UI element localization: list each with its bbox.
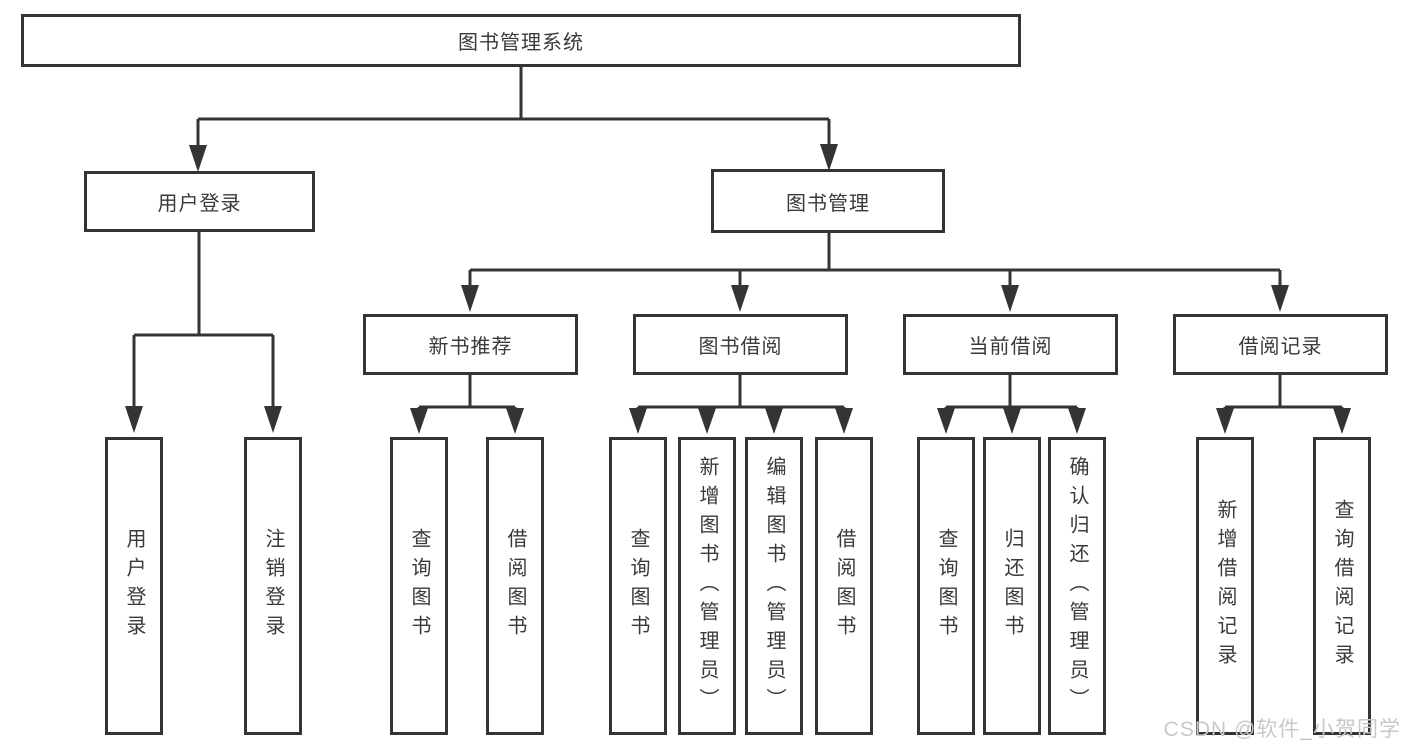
leaf-query-books-recommend: 查询图书 — [390, 437, 448, 735]
leaf-label: 借阅图书 — [504, 528, 526, 644]
arrowhead — [698, 408, 716, 434]
watermark: CSDN @软件_小贺同学 — [1163, 718, 1401, 741]
node-book-management: 图书管理 — [711, 169, 945, 233]
arrowhead — [189, 145, 207, 172]
node-user-login: 用户登录 — [84, 171, 315, 232]
arrowhead — [765, 408, 783, 434]
leaf-query-books-borrow: 查询图书 — [609, 437, 667, 735]
leaf-label: 查询图书 — [935, 528, 957, 644]
leaf-query-borrow-record: 查询借阅记录 — [1313, 437, 1371, 735]
node-root: 图书管理系统 — [21, 14, 1021, 67]
connector-borrow-records-children — [1216, 375, 1351, 434]
leaf-borrow-books: 借阅图书 — [815, 437, 873, 735]
leaf-label: 注销登录 — [262, 528, 284, 644]
leaf-label: 查询借阅记录 — [1331, 499, 1353, 673]
leaf-label: 归还图书 — [1001, 528, 1023, 644]
arrowhead — [731, 285, 749, 312]
connector-user-login-children — [125, 232, 282, 433]
leaf-borrow-books-recommend: 借阅图书 — [486, 437, 544, 735]
leaf-label: 查询图书 — [408, 528, 430, 644]
leaf-return-book: 归还图书 — [983, 437, 1041, 735]
arrowhead — [264, 406, 282, 433]
leaf-edit-book-admin: 编辑图书（管理员） — [745, 437, 803, 735]
leaf-label: 借阅图书 — [833, 528, 855, 644]
arrowhead — [461, 285, 479, 312]
arrowhead — [1271, 285, 1289, 312]
leaf-confirm-return-admin: 确认归还（管理员） — [1048, 437, 1106, 735]
arrowhead — [506, 408, 524, 434]
node-borrow-records: 借阅记录 — [1173, 314, 1388, 375]
arrowhead — [1068, 408, 1086, 434]
arrowhead — [1216, 408, 1234, 434]
node-book-borrow: 图书借阅 — [633, 314, 848, 375]
leaf-label: 编辑图书（管理员） — [763, 455, 785, 717]
leaf-query-books-current: 查询图书 — [917, 437, 975, 735]
leaf-label: 确认归还（管理员） — [1066, 455, 1088, 717]
arrowhead — [835, 408, 853, 434]
arrowhead — [937, 408, 955, 434]
arrowhead — [410, 408, 428, 434]
connector-book-management-children — [461, 233, 1289, 312]
connector-new-book-recommend-children — [410, 375, 524, 434]
connector-root-to-level2 — [189, 66, 838, 172]
connector-book-borrow-children — [629, 375, 853, 434]
leaf-add-borrow-record: 新增借阅记录 — [1196, 437, 1254, 735]
leaf-label: 查询图书 — [627, 528, 649, 644]
node-current-borrow: 当前借阅 — [903, 314, 1118, 375]
arrowhead — [820, 144, 838, 171]
arrowhead — [1003, 408, 1021, 434]
leaf-label: 新增借阅记录 — [1214, 499, 1236, 673]
node-new-book-recommend: 新书推荐 — [363, 314, 578, 375]
connector-current-borrow-children — [937, 375, 1086, 434]
leaf-label: 用户登录 — [123, 528, 145, 644]
leaf-label: 新增图书（管理员） — [696, 455, 718, 717]
arrowhead — [629, 408, 647, 434]
arrowhead — [1001, 285, 1019, 312]
leaf-add-book-admin: 新增图书（管理员） — [678, 437, 736, 735]
arrowhead — [1333, 408, 1351, 434]
leaf-user-login: 用户登录 — [105, 437, 163, 735]
arrowhead — [125, 406, 143, 433]
leaf-logout: 注销登录 — [244, 437, 302, 735]
